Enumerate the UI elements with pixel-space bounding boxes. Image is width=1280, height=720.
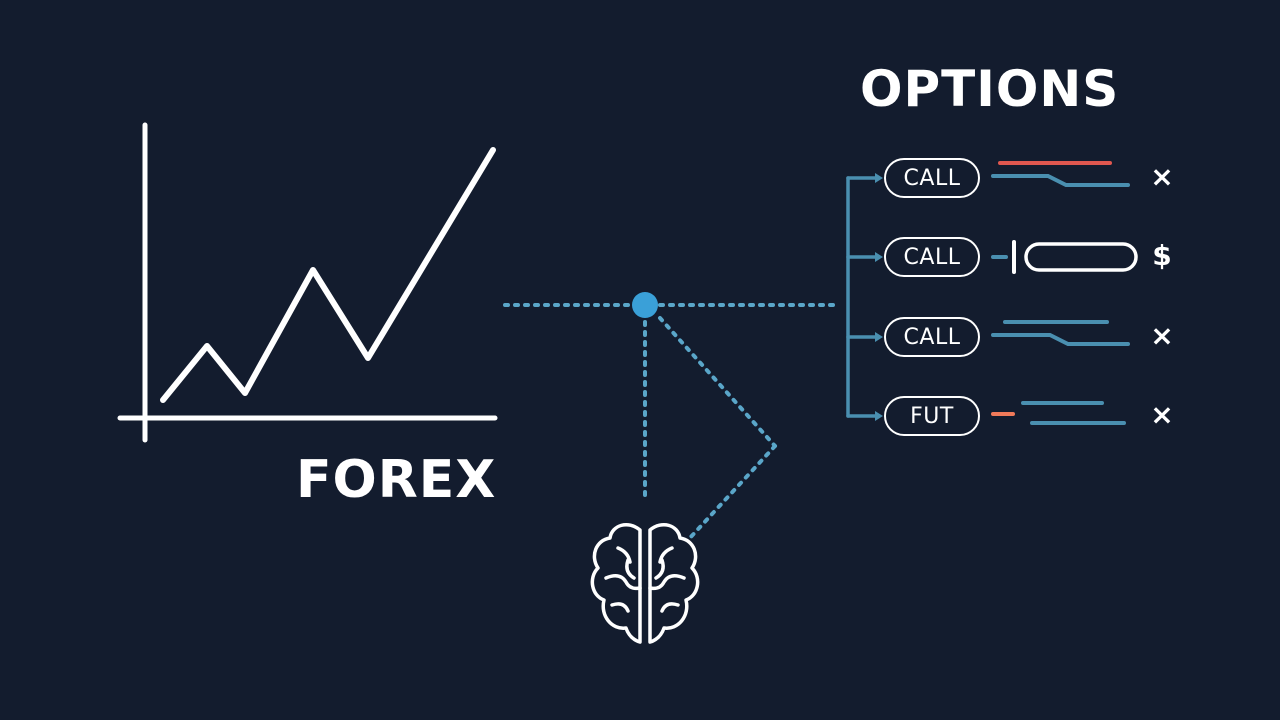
option-symbol-3: × bbox=[1150, 319, 1174, 352]
options-title: OPTIONS bbox=[860, 60, 1120, 118]
connector-corner-brain bbox=[686, 444, 777, 542]
brain-icon bbox=[590, 522, 700, 644]
row-1-lines bbox=[991, 161, 1130, 187]
chart-trend-line bbox=[160, 147, 496, 403]
option-pill-1: CALL bbox=[884, 158, 980, 198]
line-chart-icon bbox=[117, 122, 498, 443]
row-4-lines bbox=[991, 401, 1126, 425]
option-symbol-2: $ bbox=[1152, 239, 1172, 272]
row-2-lines bbox=[991, 240, 1138, 274]
option-pill-3: CALL bbox=[884, 317, 980, 357]
option-pill-4: FUT bbox=[884, 396, 980, 436]
connectors bbox=[503, 303, 842, 542]
forex-title: FOREX bbox=[296, 450, 497, 510]
option-symbol-4: × bbox=[1150, 398, 1174, 431]
row-3-lines bbox=[991, 320, 1130, 346]
bracket-arrowheads bbox=[875, 173, 883, 421]
hub-node bbox=[632, 292, 658, 318]
option-symbol-1: × bbox=[1150, 160, 1174, 193]
options-bracket bbox=[846, 176, 877, 418]
option-pill-2: CALL bbox=[884, 237, 980, 277]
connector-hub-corner bbox=[658, 316, 777, 448]
